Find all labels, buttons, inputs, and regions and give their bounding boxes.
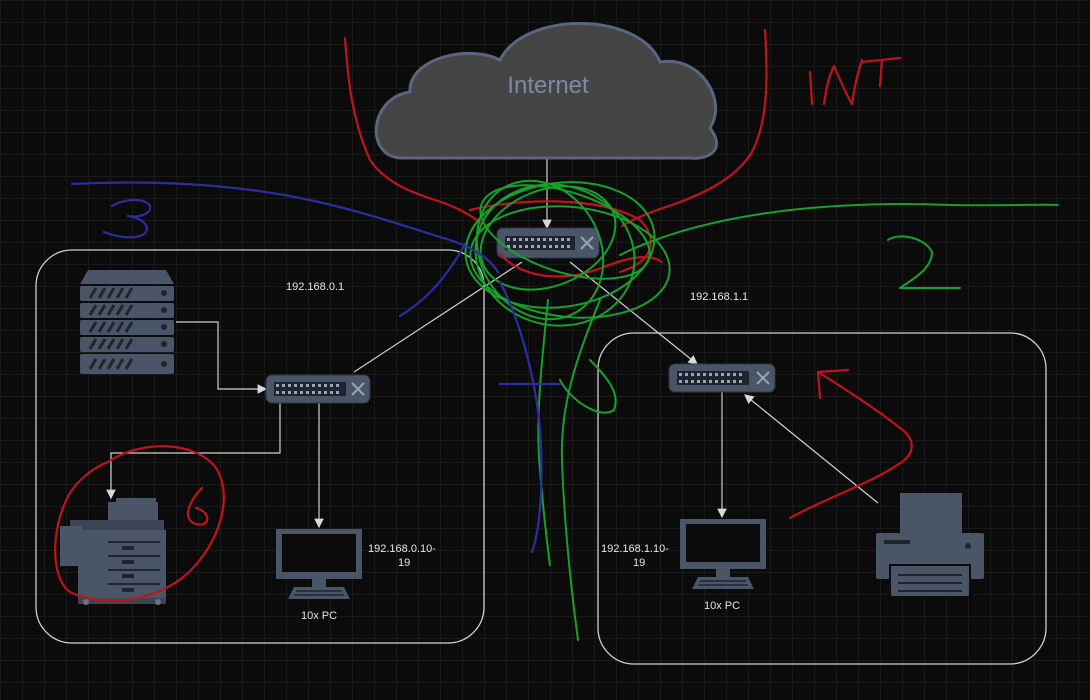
right-pc-ip-line1: 192.168.1.10- (601, 543, 669, 555)
router-to-left-switch-link (353, 261, 523, 373)
left-pc-monitor (276, 529, 362, 599)
internet-cloud: Internet (374, 22, 718, 160)
printer-to-switch-link (744, 394, 879, 504)
printer (876, 493, 984, 598)
right-switch (668, 363, 776, 393)
server-rack (80, 270, 174, 374)
right-pc-label: 10x PC (704, 600, 740, 612)
connections (106, 158, 879, 529)
left-gateway-ip: 192.168.0.1 (286, 281, 344, 293)
left-pc-ip-line1: 192.168.0.10- (368, 543, 436, 555)
right-pc-monitor (680, 519, 766, 589)
server-to-switch-link (176, 321, 268, 394)
green-annotations (464, 179, 1059, 641)
left-switch (265, 374, 371, 404)
red-annotations (54, 28, 913, 602)
blue-annotations (70, 181, 562, 554)
left-network-frame (35, 249, 485, 644)
left-pc-ip-line2: 19 (398, 557, 410, 569)
copier (60, 498, 166, 605)
internet-label: Internet (507, 72, 589, 99)
router (496, 227, 600, 259)
right-pc-ip-line2: 19 (633, 557, 645, 569)
right-gateway-ip: 192.168.1.1 (690, 291, 748, 303)
right-network-frame (597, 332, 1047, 665)
left-pc-label: 10x PC (301, 610, 337, 622)
